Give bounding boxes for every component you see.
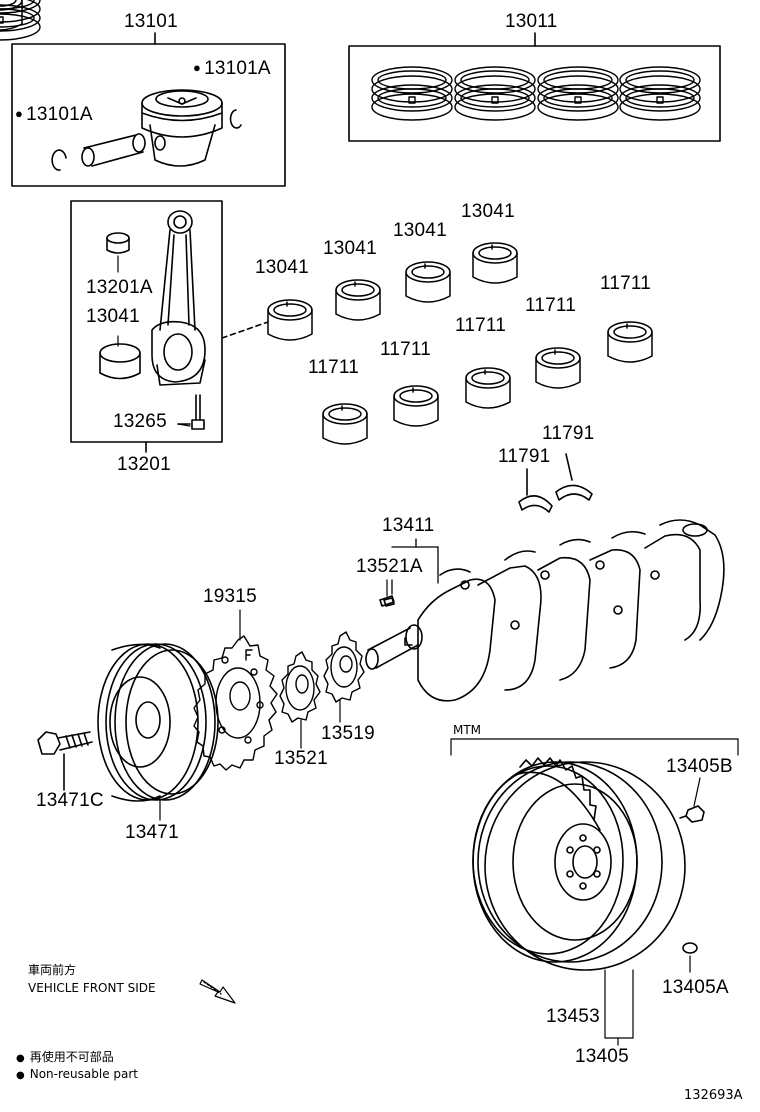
- piston-icon: [141, 89, 223, 167]
- rod-bolt-icon: [177, 394, 205, 430]
- part-label-13521a: 13521A: [356, 556, 423, 577]
- part-label-11711-d: 11711: [525, 295, 577, 316]
- part-label-13101a-right: 13101A: [193, 59, 271, 80]
- flywheel-icon: [472, 757, 686, 971]
- crankshaft-bracket: [391, 538, 439, 595]
- part-label-13405b: 13405B: [666, 756, 733, 777]
- part-label-13471: 13471: [125, 822, 179, 843]
- flywheel-washer-icon: [682, 942, 698, 954]
- piston-ring-set-box: [348, 32, 721, 142]
- thrust-washer-icon: [518, 453, 593, 513]
- part-label-19315: 19315: [203, 586, 257, 607]
- part-label-13405: 13405: [575, 1046, 629, 1067]
- snap-ring-icon: [51, 109, 242, 171]
- small-end-bushing-icon: [106, 232, 130, 254]
- piston-pin-icon: [81, 133, 146, 167]
- flywheel-bolt-icon: [679, 805, 705, 823]
- part-label-13101a-left: 13101A: [15, 105, 93, 126]
- crank-sprocket-icon: [279, 651, 321, 723]
- rod-bearing-icon: [99, 343, 141, 380]
- direction-label-en: VEHICLE FRONT SIDE: [28, 981, 156, 995]
- label-leaders: [117, 255, 191, 427]
- part-label-13201: 13201: [117, 454, 171, 475]
- legend-jp-text: 再使用不可部品: [29, 1050, 114, 1064]
- part-label-13041-a: 13041: [255, 257, 309, 278]
- part-label-11711-b: 11711: [380, 339, 432, 360]
- part-label-13201a: 13201A: [86, 277, 153, 298]
- legend-jp: ● 再使用不可部品: [16, 1048, 114, 1065]
- part-label-13101: 13101: [124, 11, 178, 32]
- leader-dashed: [221, 321, 269, 339]
- timing-gear-icon: [193, 635, 278, 771]
- woodruff-key-icon: [383, 597, 395, 607]
- part-label-11711-c: 11711: [455, 315, 507, 336]
- direction-label-jp: 車両前方: [28, 963, 77, 977]
- part-label-13041-c: 13041: [393, 220, 447, 241]
- part-label-13041-d: 13041: [461, 201, 515, 222]
- legend-en: ● Non-reusable part: [16, 1067, 138, 1081]
- part-label-13471c: 13471C: [36, 790, 104, 811]
- sprocket-leaders: [159, 579, 388, 821]
- connecting-rod-icon: [151, 210, 206, 386]
- part-label-13411: 13411: [382, 515, 435, 536]
- legend-en-text: Non-reusable part: [29, 1067, 139, 1081]
- part-label-11711-a: 11711: [308, 357, 360, 378]
- part-label-13453: 13453: [546, 1006, 600, 1027]
- oil-pump-sprocket-icon: [323, 631, 365, 703]
- part-label-13011: 13011: [505, 11, 558, 32]
- part-label-13265: 13265: [113, 411, 167, 432]
- piston-ring-set-icon: [0, 0, 701, 121]
- pulley-bolt-icon: [37, 731, 93, 791]
- part-label-13405a: 13405A: [662, 977, 729, 998]
- crank-bearing-icons: [0, 0, 653, 445]
- direction-arrow-icon: [199, 979, 236, 1004]
- bullet-icon: ●: [16, 1070, 25, 1081]
- crankshaft-icon: [365, 519, 725, 702]
- part-label-13519: 13519: [321, 723, 375, 744]
- part-label-11791-b: 11791: [542, 423, 595, 444]
- part-label-13041-rod: 13041: [86, 306, 140, 327]
- bullet-icon: ●: [16, 1053, 25, 1064]
- drawing-number: 132693A: [684, 1088, 743, 1103]
- part-label-13041-b: 13041: [323, 238, 377, 259]
- piston-group-box: [11, 32, 286, 187]
- connecting-rod-group-box: [70, 200, 223, 453]
- mtm-bracket: [450, 738, 739, 756]
- crank-pulley-icon: [97, 643, 219, 802]
- flywheel-leaders: [604, 777, 701, 1046]
- mtm-label: MTM: [453, 723, 482, 737]
- part-label-11711-e: 11711: [600, 273, 652, 294]
- part-label-13521: 13521: [274, 748, 328, 769]
- part-label-11791-a: 11791: [498, 446, 551, 467]
